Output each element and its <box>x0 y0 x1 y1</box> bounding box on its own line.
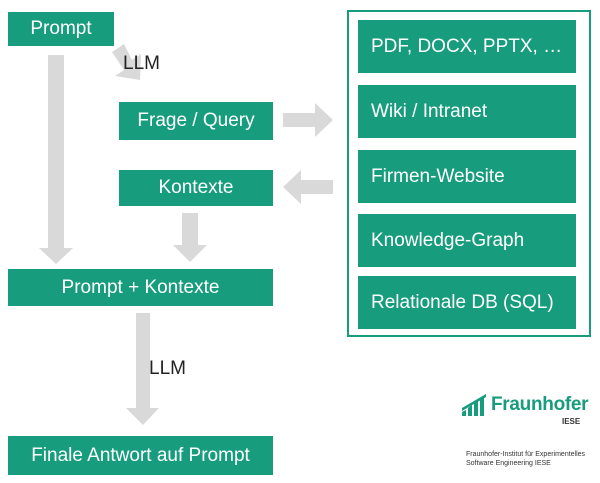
prompt-kontexte-node: Prompt + Kontexte <box>8 269 273 306</box>
arrow-combined-to-final <box>126 313 159 425</box>
institute-line-1: Fraunhofer-Institut für Experimentelles <box>466 451 586 458</box>
fraunhofer-logo-icon <box>462 394 486 416</box>
logo-unit: IESE <box>562 417 581 426</box>
arrow-frage-to-sources <box>283 103 333 137</box>
source-database: Relationale DB (SQL) <box>358 276 576 329</box>
frage-node: Frage / Query <box>119 102 273 140</box>
arrow-prompt-to-combined <box>39 55 73 264</box>
source-wiki: Wiki / Intranet <box>358 85 576 138</box>
logo-name: Fraunhofer <box>491 394 589 415</box>
institute-line-2: Software Engineering IESE <box>466 460 551 467</box>
final-answer-node: Finale Antwort auf Prompt <box>8 436 273 475</box>
source-website: Firmen-Website <box>358 150 576 203</box>
source-documents: PDF, DOCX, PPTX, … <box>358 20 576 73</box>
institute-name: Fraunhofer-Institut für Experimentelles … <box>466 450 596 468</box>
arrow-sources-to-kontexte <box>283 170 333 204</box>
kontexte-node: Kontexte <box>119 170 273 206</box>
arrow-kontexte-to-combined <box>173 213 207 262</box>
llm-label-top: LLM <box>123 53 160 74</box>
source-knowledge-graph: Knowledge-Graph <box>358 214 576 267</box>
prompt-node: Prompt <box>8 12 114 46</box>
arrow-prompt-to-frage <box>112 44 141 80</box>
llm-label-bottom: LLM <box>149 358 186 379</box>
